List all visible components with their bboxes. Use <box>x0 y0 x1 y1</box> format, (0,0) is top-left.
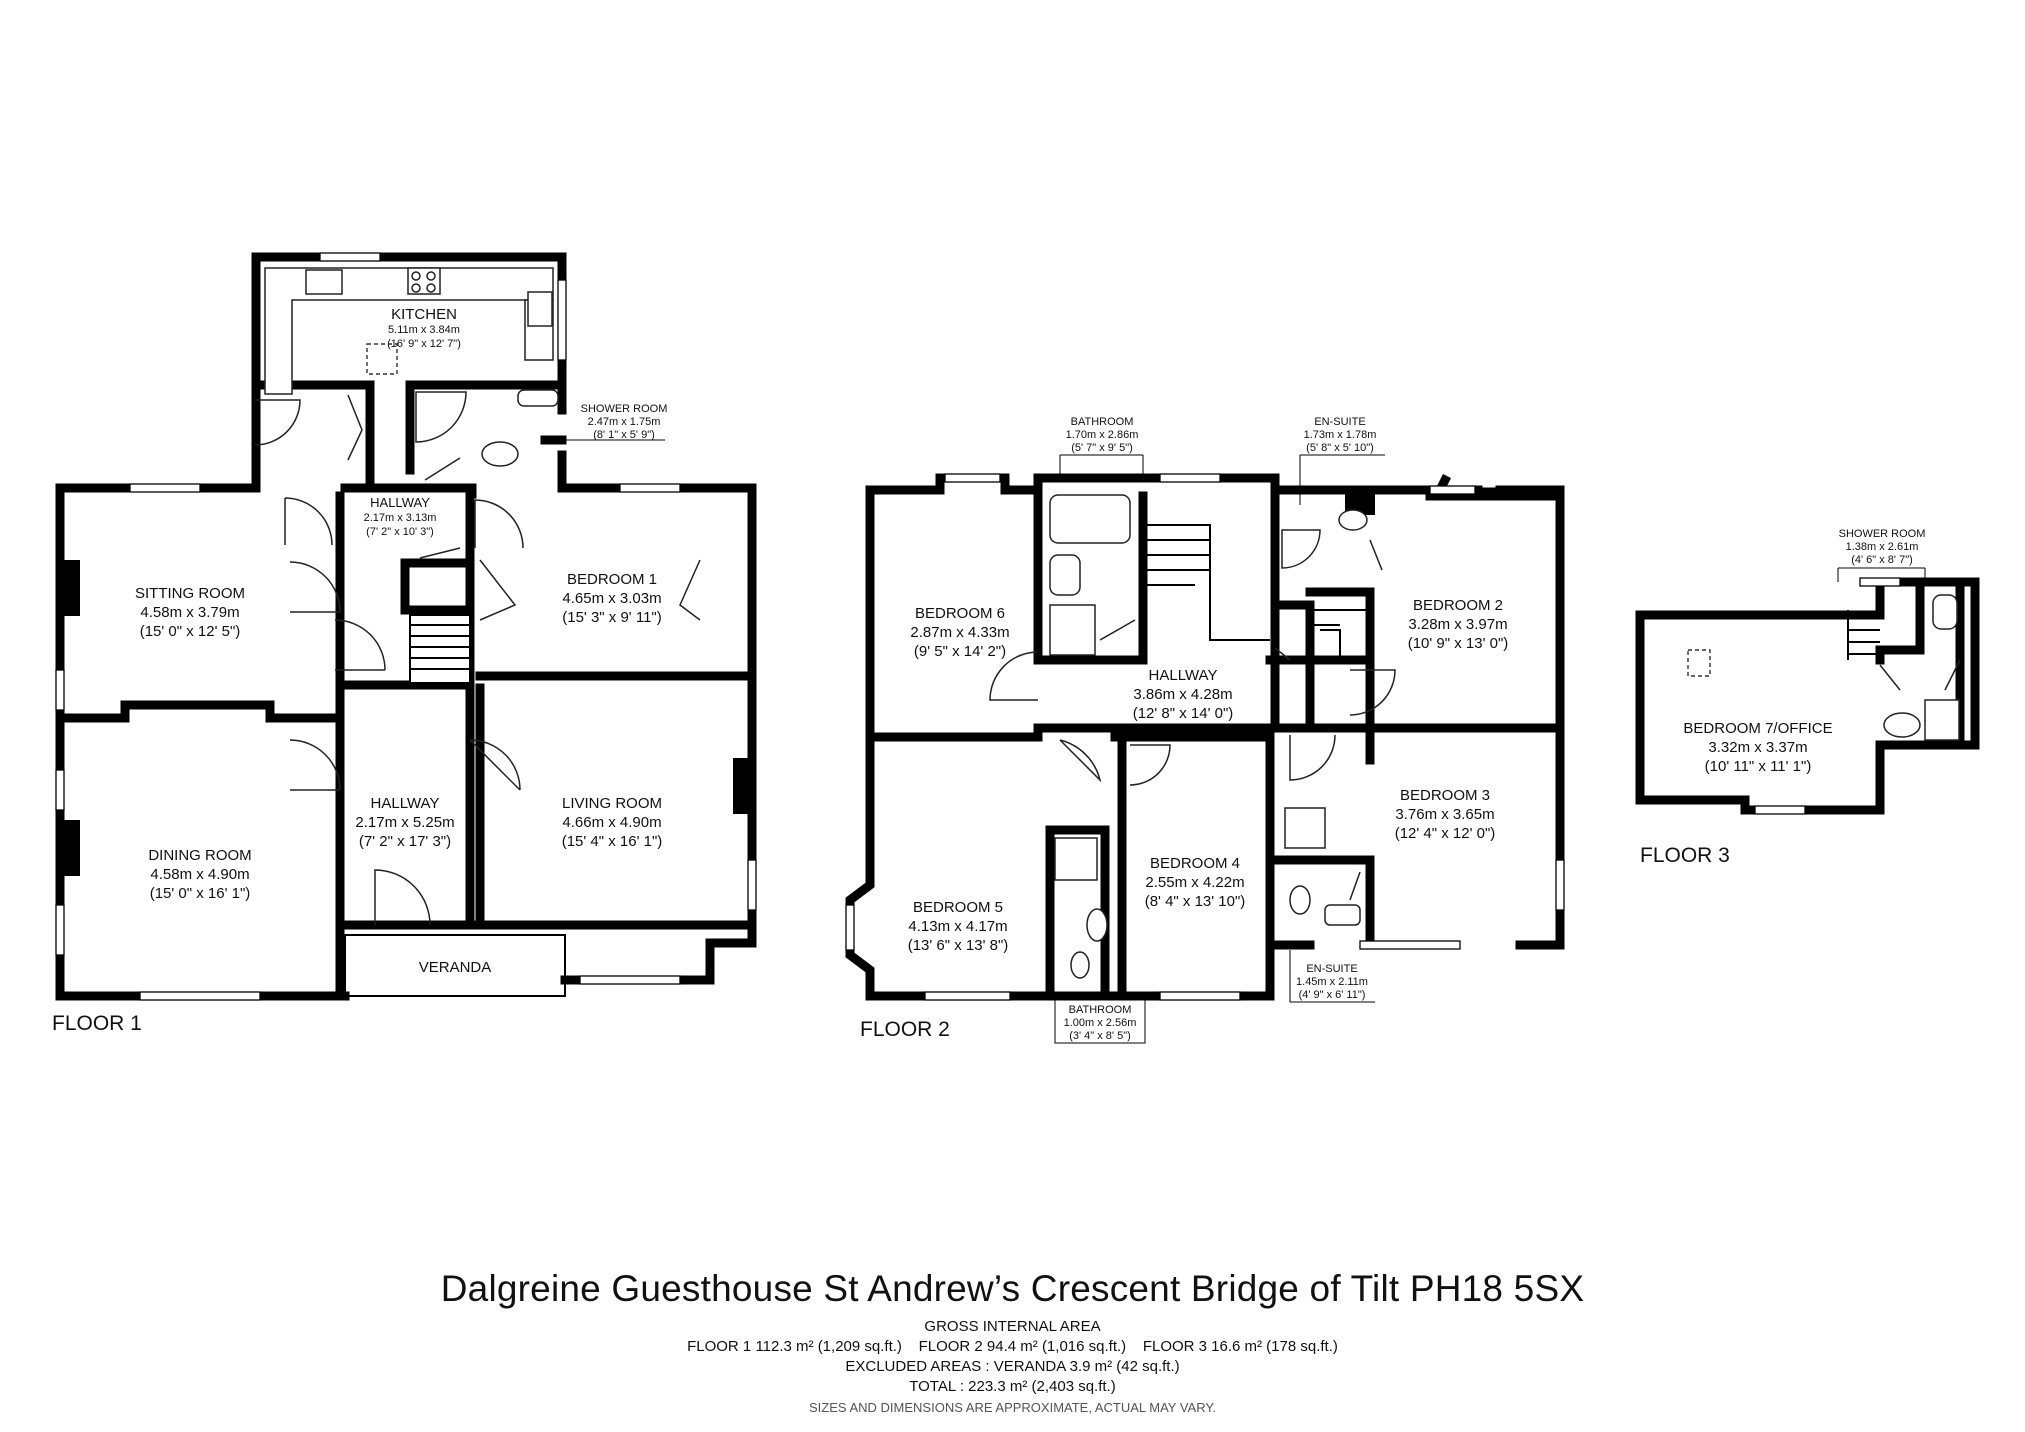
bedroom-2-label: BEDROOM 2 <box>1413 597 1503 614</box>
bedroom-3-label: BEDROOM 3 <box>1400 787 1490 804</box>
excluded-areas-line: EXCLUDED AREAS : VERANDA 3.9 m² (42 sq.f… <box>845 1358 1180 1375</box>
bedroom-4-metric: 2.55m x 4.22m <box>1145 874 1244 891</box>
bathroom-2a-imperial: (5' 7" x 9' 5") <box>1071 442 1133 454</box>
ensuite-2b-metric: 1.45m x 2.11m <box>1296 976 1368 988</box>
bathroom-2b-label: BATHROOM <box>1069 1004 1132 1016</box>
bedroom-6-imperial: (9' 5" x 14' 2") <box>914 643 1006 660</box>
ensuite-2a-label: EN-SUITE <box>1314 416 1365 428</box>
shower-room-3-metric: 1.38m x 2.61m <box>1846 541 1919 553</box>
bedroom-3-metric: 3.76m x 3.65m <box>1395 806 1494 823</box>
bedroom-5-metric: 4.13m x 4.17m <box>908 918 1007 935</box>
bedroom-3-imperial: (12' 4" x 12' 0") <box>1395 825 1496 842</box>
bathroom-2b-imperial: (3' 4" x 8' 5") <box>1069 1030 1131 1042</box>
floor-1-label: FLOOR 1 <box>52 1012 142 1035</box>
sitting-room-metric: 4.58m x 3.79m <box>140 604 239 621</box>
bedroom-7-label: BEDROOM 7/OFFICE <box>1683 720 1832 737</box>
living-room-imperial: (15' 4" x 16' 1") <box>562 833 663 850</box>
bedroom-2-metric: 3.28m x 3.97m <box>1408 616 1507 633</box>
floor-1-plan: KITCHEN 5.11m x 3.84m (16' 9" x 12' 7") … <box>52 252 757 1035</box>
dining-room-metric: 4.58m x 4.90m <box>150 866 249 883</box>
kitchen-label: KITCHEN <box>391 306 457 323</box>
bedroom-7-metric: 3.32m x 3.37m <box>1708 739 1807 756</box>
hallway-2-label: HALLWAY <box>1149 667 1218 684</box>
hallway-1b-label: HALLWAY <box>371 795 440 812</box>
hallway-1a-metric: 2.17m x 3.13m <box>364 512 437 524</box>
sitting-room-imperial: (15' 0" x 12' 5") <box>140 623 241 640</box>
bathroom-2a-label: BATHROOM <box>1071 416 1134 428</box>
property-title: Dalgreine Guesthouse St Andrew’s Crescen… <box>440 1268 1585 1309</box>
dining-room-imperial: (15' 0" x 16' 1") <box>150 885 251 902</box>
floor-3-label: FLOOR 3 <box>1640 844 1730 867</box>
kitchen-imperial: (16' 9" x 12' 7") <box>387 338 461 350</box>
hallway-1a-label: HALLWAY <box>370 495 430 510</box>
floor-3-plan: SHOWER ROOM 1.38m x 2.61m (4' 6" x 8' 7"… <box>1635 528 1980 867</box>
dining-room-label: DINING ROOM <box>148 847 251 864</box>
hallway-2-metric: 3.86m x 4.28m <box>1133 686 1232 703</box>
hallway-1b-imperial: (7' 2" x 17' 3") <box>359 833 451 850</box>
bedroom-1-metric: 4.65m x 3.03m <box>562 590 661 607</box>
shower-room-1-imperial: (8' 1" x 5' 9") <box>593 429 655 441</box>
bedroom-5-label: BEDROOM 5 <box>913 899 1003 916</box>
ensuite-2a-imperial: (5' 8" x 5' 10") <box>1306 442 1374 454</box>
bedroom-1-label: BEDROOM 1 <box>567 571 657 588</box>
ensuite-2b-label: EN-SUITE <box>1306 963 1357 975</box>
ensuite-2b-imperial: (4' 9" x 6' 11") <box>1299 989 1366 1001</box>
hallway-1b-metric: 2.17m x 5.25m <box>355 814 454 831</box>
total-area-line: TOTAL : 223.3 m² (2,403 sq.ft.) <box>909 1378 1116 1395</box>
shower-room-1-label: SHOWER ROOM <box>581 403 668 415</box>
gross-area-heading: GROSS INTERNAL AREA <box>924 1318 1101 1335</box>
bedroom-6-label: BEDROOM 6 <box>915 605 1005 622</box>
bedroom-1-imperial: (15' 3" x 9' 11") <box>562 609 661 626</box>
living-room-label: LIVING ROOM <box>562 795 662 812</box>
bedroom-2-imperial: (10' 9" x 13' 0") <box>1408 635 1509 652</box>
shower-room-3-imperial: (4' 6" x 8' 7") <box>1851 554 1913 566</box>
shower-room-3-label: SHOWER ROOM <box>1839 528 1926 540</box>
ensuite-2a-metric: 1.73m x 1.78m <box>1304 429 1377 441</box>
living-room-metric: 4.66m x 4.90m <box>562 814 661 831</box>
veranda-label: VERANDA <box>419 959 492 976</box>
disclaimer: SIZES AND DIMENSIONS ARE APPROXIMATE, AC… <box>809 1400 1216 1415</box>
shower-room-1-metric: 2.47m x 1.75m <box>588 416 661 428</box>
hallway-1a-imperial: (7' 2" x 10' 3") <box>366 526 434 538</box>
bedroom-6-metric: 2.87m x 4.33m <box>910 624 1009 641</box>
sitting-room-label: SITTING ROOM <box>135 585 245 602</box>
floor-areas-line: FLOOR 1 112.3 m² (1,209 sq.ft.) FLOOR 2 … <box>687 1338 1338 1355</box>
bedroom-4-label: BEDROOM 4 <box>1150 855 1240 872</box>
bedroom-5-imperial: (13' 6" x 13' 8") <box>908 937 1009 954</box>
bedroom-4-imperial: (8' 4" x 13' 10") <box>1145 893 1246 910</box>
floor-2-label: FLOOR 2 <box>860 1018 950 1041</box>
floor-2-plan: BATHROOM 1.70m x 2.86m (5' 7" x 9' 5") E… <box>845 416 1565 1044</box>
hallway-2-imperial: (12' 8" x 14' 0") <box>1133 705 1234 722</box>
bathroom-2b-metric: 1.00m x 2.56m <box>1064 1017 1137 1029</box>
kitchen-metric: 5.11m x 3.84m <box>388 324 460 336</box>
bathroom-2a-metric: 1.70m x 2.86m <box>1066 429 1139 441</box>
bedroom-7-imperial: (10' 11" x 11' 1") <box>1705 758 1812 775</box>
